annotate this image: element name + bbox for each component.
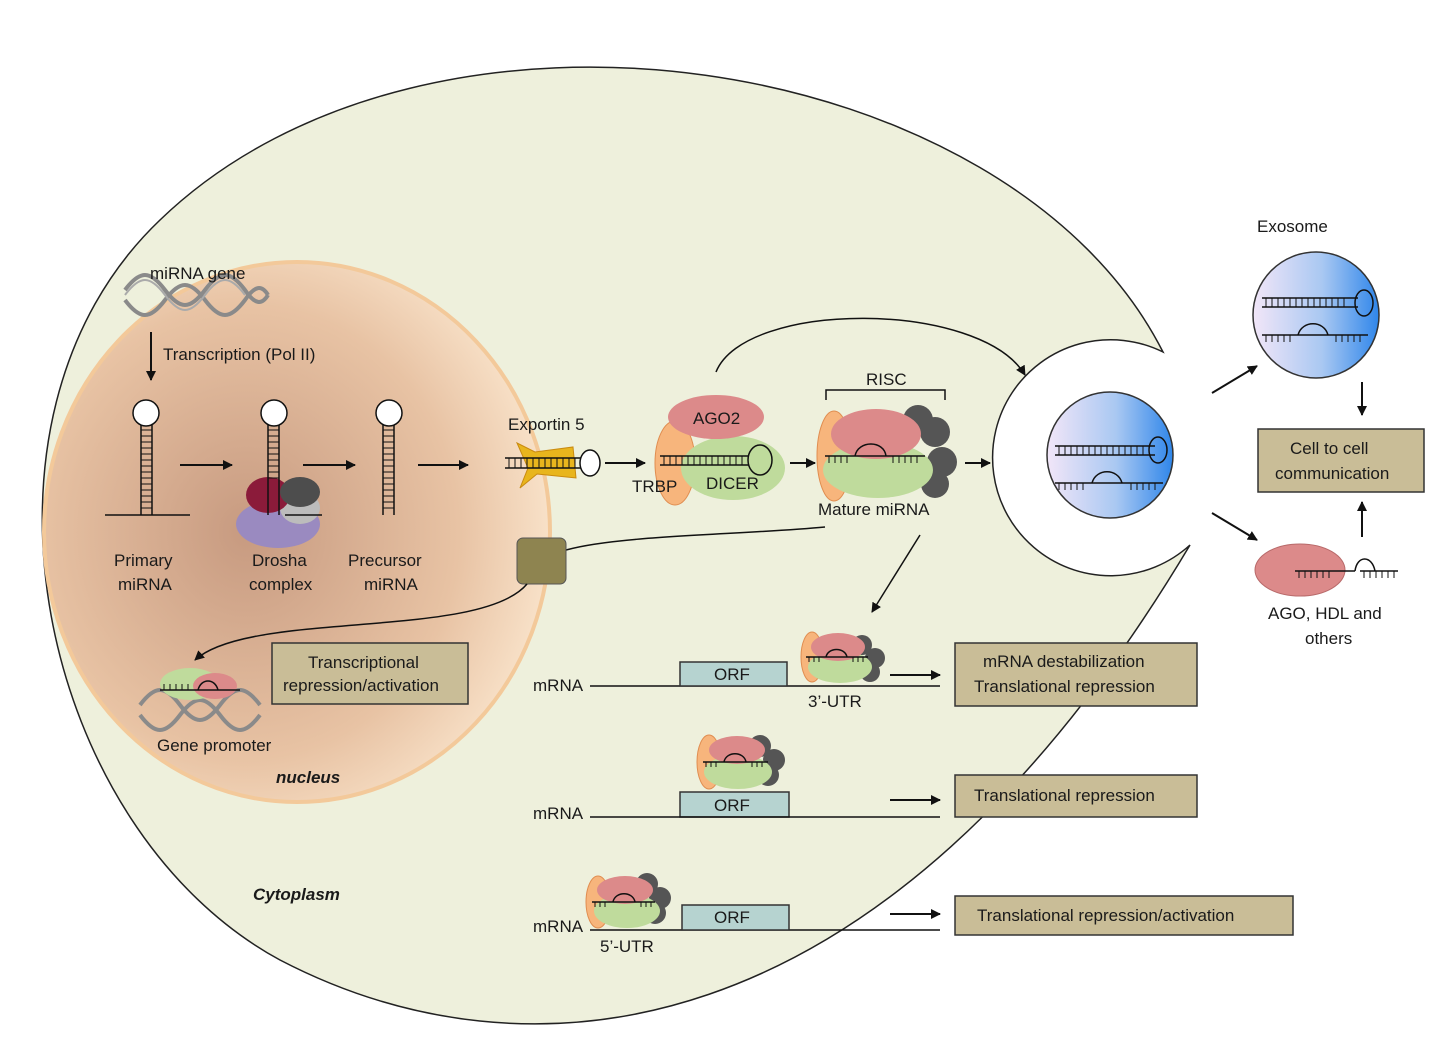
mature-mirna-label: Mature miRNA — [818, 500, 930, 519]
trbp-label: TRBP — [632, 477, 677, 496]
exosome-in-pocket — [1046, 391, 1174, 519]
mrna-label-row1: mRNA — [533, 676, 584, 695]
mirna-gene-label: miRNA gene — [150, 264, 245, 283]
ago-hdl-label-1: AGO, HDL and — [1268, 604, 1382, 623]
utr3-label: 3’-UTR — [808, 692, 862, 711]
cell-communication-box — [1257, 428, 1425, 493]
destab-text-2: Translational repression — [974, 677, 1155, 696]
precursor-label-2: miRNA — [364, 575, 418, 594]
orf-box-row1 — [679, 661, 788, 687]
exosome-outside — [1252, 251, 1380, 379]
risc-label: RISC — [866, 370, 907, 389]
risc-bracket — [825, 389, 946, 400]
drosha-label-1: Drosha — [252, 551, 307, 570]
risc-complex-row1 — [800, 631, 885, 683]
cell-comm-text-1: Cell to cell — [1290, 439, 1368, 458]
transcriptional-text-2: repression/activation — [283, 676, 439, 695]
gene-promoter-label: Gene promoter — [157, 736, 272, 755]
primary-label-1: Primary — [114, 551, 173, 570]
transcriptional-text-1: Transcriptional — [308, 653, 419, 672]
exosome-label: Exosome — [1257, 217, 1328, 236]
translational-activation-box — [954, 895, 1294, 936]
exportin-5 — [505, 441, 601, 489]
arrow-pocket-to-exosome — [1211, 365, 1258, 394]
precursor-label-1: Precursor — [348, 551, 422, 570]
destabilization-box — [954, 642, 1198, 707]
risc-complex-row2 — [696, 734, 785, 790]
transcription-label: Transcription (Pol II) — [163, 345, 315, 364]
precursor-mirna-hairpin — [375, 399, 403, 515]
mirna-gene-helix — [123, 273, 270, 317]
arrow-mature-to-utr — [871, 534, 921, 613]
ago-hdl-carrier — [1254, 543, 1398, 597]
ago2-label: AGO2 — [693, 409, 740, 428]
risc-complex-row3 — [585, 873, 671, 929]
translational-act-text: Translational repression/activation — [977, 906, 1234, 925]
translational-box — [954, 774, 1198, 818]
orf-label-row2: ORF — [714, 796, 750, 815]
curved-arrow-dicer-to-pocket — [715, 317, 1026, 376]
orf-box-row2 — [679, 791, 790, 818]
cell-comm-text-2: communication — [1275, 464, 1389, 483]
dicer-complex — [654, 395, 785, 506]
orf-box-row3 — [681, 904, 790, 931]
dicer-label: DICER — [706, 474, 759, 493]
translational-text: Translational repression — [974, 786, 1155, 805]
curve-mature-to-signal — [565, 526, 826, 551]
nuclear-signal-square — [516, 537, 567, 585]
drosha-complex — [236, 399, 322, 548]
primary-mirna-hairpin — [105, 399, 190, 516]
orf-label-row1: ORF — [714, 665, 750, 684]
orf-label-row3: ORF — [714, 908, 750, 927]
exportin-label: Exportin 5 — [508, 415, 585, 434]
destab-text-1: mRNA destabilization — [983, 652, 1145, 671]
utr5-label: 5’-UTR — [600, 937, 654, 956]
transcriptional-box — [271, 642, 469, 705]
cytoplasm-label: Cytoplasm — [253, 885, 340, 904]
ago-hdl-label-2: others — [1305, 629, 1352, 648]
drosha-label-2: complex — [249, 575, 313, 594]
arrow-pocket-to-ago — [1211, 512, 1258, 541]
risc-complex — [816, 405, 957, 502]
primary-label-2: miRNA — [118, 575, 172, 594]
curve-signal-to-promoter — [194, 583, 528, 661]
mrna-label-row3: mRNA — [533, 917, 584, 936]
mrna-label-row2: mRNA — [533, 804, 584, 823]
nucleus-label: nucleus — [276, 768, 340, 787]
gene-promoter — [138, 668, 262, 732]
